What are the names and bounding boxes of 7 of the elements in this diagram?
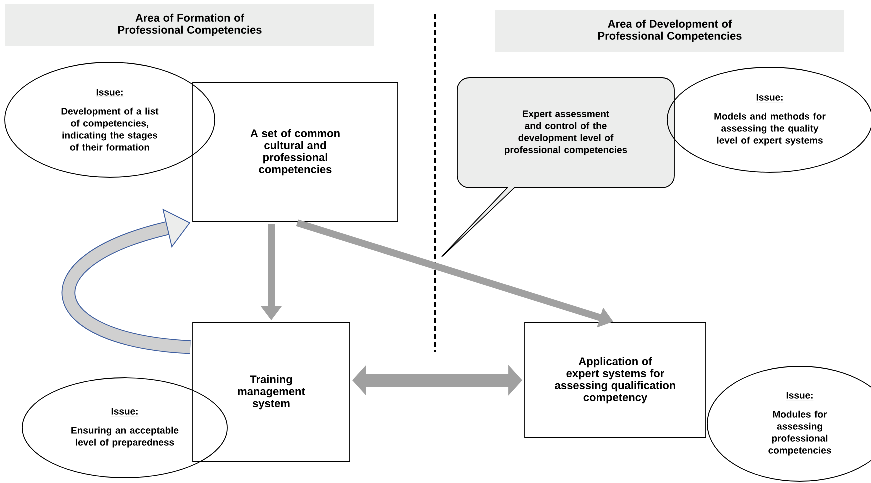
process-box: Training management system xyxy=(192,322,350,462)
arrow xyxy=(62,208,192,354)
speech-bubble: Expert assessment and control of the development level of professional competencies xyxy=(442,78,675,258)
process-box: A set of common cultural and professional competencies xyxy=(192,82,398,222)
area-heading: Area of Formation of Professional Competencies xyxy=(6,4,374,46)
area-heading: Area of Development of Professional Competencies xyxy=(496,10,844,52)
process-box: Application of expert systems for assessing qualification competency xyxy=(524,322,706,438)
